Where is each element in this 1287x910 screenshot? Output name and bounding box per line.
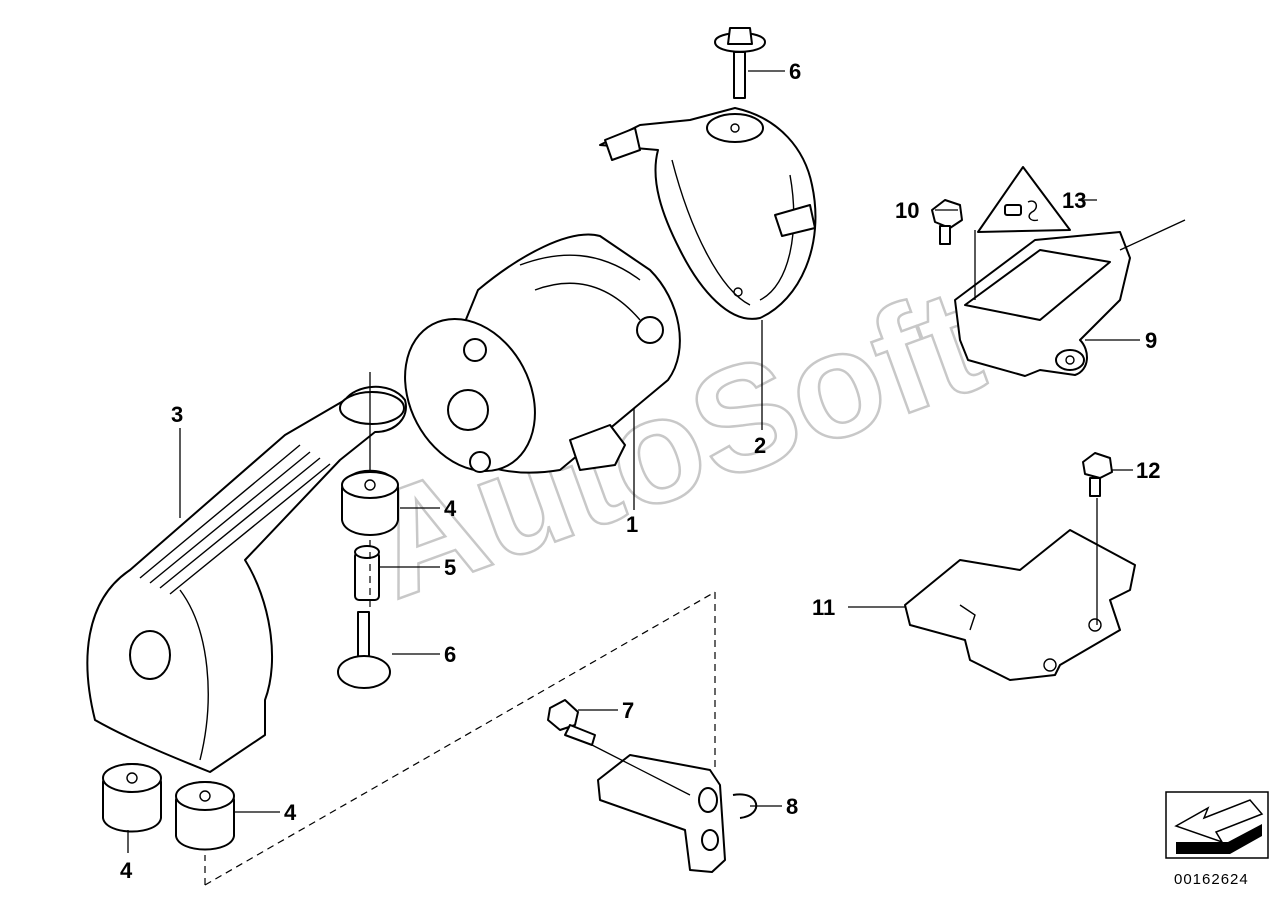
- pump-unit: [404, 233, 681, 474]
- bolt-lower: [337, 611, 391, 689]
- callout-13: 13: [1062, 188, 1086, 213]
- screw-10: [931, 199, 963, 245]
- callout-5: 5: [444, 555, 456, 580]
- bolt-upper: [714, 27, 766, 99]
- callout-11: 11: [812, 595, 835, 620]
- leader-lines: [127, 70, 1186, 853]
- bolt-7: [547, 699, 596, 746]
- document-number: 00162624: [1174, 871, 1249, 888]
- callout-3: 3: [171, 402, 183, 427]
- support-arm: [86, 385, 407, 773]
- callout-6-upper: 6: [789, 59, 801, 84]
- callout-4-lower-right: 4: [284, 800, 297, 825]
- rubber-mount-lower-right: [175, 781, 235, 851]
- callout-10: 10: [895, 198, 919, 223]
- rubber-mount-lower-left: [102, 763, 162, 833]
- callout-6-lower: 6: [444, 642, 456, 667]
- callout-4-lower-left: 4: [120, 858, 133, 883]
- control-module: [954, 231, 1131, 377]
- callout-9: 9: [1145, 328, 1157, 353]
- sensor-bracket: [597, 754, 758, 873]
- callout-2: 2: [754, 433, 766, 458]
- warning-label-icon: [977, 166, 1071, 233]
- rubber-mount-upper: [341, 469, 399, 536]
- callout-8: 8: [786, 794, 798, 819]
- callout-1: 1: [626, 512, 638, 537]
- mounting-bracket: [599, 107, 817, 320]
- callout-7: 7: [622, 698, 634, 723]
- callout-4-upper: 4: [444, 496, 457, 521]
- screw-12: [1082, 452, 1113, 497]
- orientation-arrow-icon: [1165, 791, 1269, 859]
- callout-12: 12: [1136, 458, 1160, 483]
- assembly-lines: [204, 540, 716, 886]
- spacer-sleeve: [354, 545, 380, 601]
- mounting-plate: [904, 529, 1136, 681]
